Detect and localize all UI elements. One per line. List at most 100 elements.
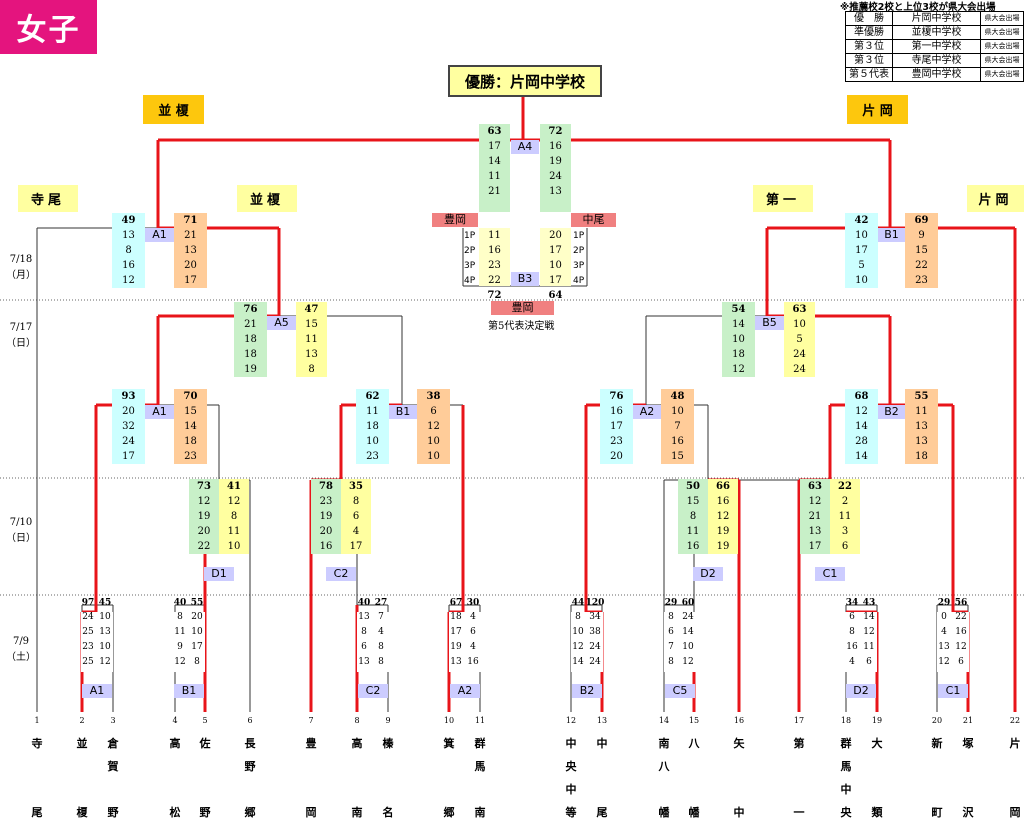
match-total: 55 bbox=[190, 598, 204, 608]
team-number: 22 bbox=[1009, 716, 1021, 725]
match-total: 27 bbox=[374, 598, 388, 608]
set-score: 24 bbox=[82, 612, 94, 622]
table-row: 優 勝片岡中学校県大会出場 bbox=[845, 11, 1024, 26]
rank-cell: 第５代表 bbox=[845, 67, 893, 82]
set-score: 10 bbox=[99, 642, 111, 652]
team-number: 21 bbox=[962, 716, 974, 725]
set-score: 18 bbox=[450, 612, 462, 622]
champion-box: 優勝：片岡中学校 bbox=[448, 65, 602, 97]
team-number: 2 bbox=[79, 716, 85, 725]
school-cell: 第一中学校 bbox=[891, 39, 982, 54]
team-number: 20 bbox=[931, 716, 943, 725]
set-score: 34 bbox=[589, 612, 601, 622]
set-score: 24 bbox=[589, 642, 601, 652]
team-number: 1 bbox=[34, 716, 40, 725]
set-score: 14 bbox=[863, 612, 875, 622]
match-tag: C1 bbox=[938, 684, 968, 698]
school-cell: 寺尾中学校 bbox=[891, 53, 982, 68]
set-score: 8 bbox=[575, 612, 581, 622]
team-name: 第一 bbox=[793, 737, 805, 819]
date-label: 7/17（日） bbox=[6, 322, 36, 349]
team-number: 3 bbox=[110, 716, 116, 725]
set-score: 7 bbox=[378, 612, 384, 622]
set-score: 6 bbox=[849, 612, 855, 622]
set-score: 8 bbox=[177, 612, 183, 622]
match-tag: A2 bbox=[450, 684, 480, 698]
set-score: 8 bbox=[668, 612, 674, 622]
set-score: 6 bbox=[866, 657, 872, 667]
set-score: 13 bbox=[938, 642, 950, 652]
match-tag: D1 bbox=[204, 567, 234, 581]
team-number: 15 bbox=[688, 716, 700, 725]
set-score: 8 bbox=[668, 657, 674, 667]
match-tag: B1 bbox=[389, 405, 417, 419]
date-label: 7/18（月） bbox=[6, 254, 36, 281]
rank-cell: 準優勝 bbox=[845, 25, 893, 40]
team-name: 中央中等 bbox=[565, 737, 577, 819]
team-number: 14 bbox=[658, 716, 670, 725]
finalist-right: 片 岡 bbox=[847, 95, 908, 124]
match-total: 34 bbox=[845, 598, 859, 608]
period-label: 1P bbox=[464, 231, 476, 241]
match-tag: A1 bbox=[82, 684, 112, 698]
period-label: 3P bbox=[573, 261, 585, 271]
set-score: 9 bbox=[177, 642, 183, 652]
date-label: 7/10（日） bbox=[6, 517, 36, 544]
match-tag: B2 bbox=[572, 684, 602, 698]
match-total: 45 bbox=[98, 598, 112, 608]
set-score: 22 bbox=[955, 612, 967, 622]
set-score: 4 bbox=[378, 627, 384, 637]
team-name: 中尾 bbox=[596, 737, 608, 819]
rank-cell: 第３位 bbox=[845, 39, 893, 54]
semifinalist-label: 寺尾 bbox=[18, 185, 78, 212]
semifinalist-label: 第一 bbox=[753, 185, 813, 212]
set-score: 12 bbox=[572, 642, 584, 652]
match-total: 29 bbox=[664, 598, 678, 608]
set-score: 0 bbox=[941, 612, 947, 622]
team-number: 19 bbox=[871, 716, 883, 725]
set-score: 8 bbox=[849, 627, 855, 637]
match-tag: B1 bbox=[878, 228, 905, 242]
set-score: 10 bbox=[682, 642, 694, 652]
table-row: 第３位第一中学校県大会出場 bbox=[845, 39, 1024, 54]
team-name: 八幡 bbox=[688, 737, 700, 819]
set-score: 25 bbox=[82, 657, 94, 667]
team-name: 南八幡 bbox=[658, 737, 670, 819]
school-cell: 並榎中学校 bbox=[891, 25, 982, 40]
team-number: 16 bbox=[733, 716, 745, 725]
set-score: 20 bbox=[191, 612, 203, 622]
period-label: 4P bbox=[573, 276, 585, 286]
set-score: 12 bbox=[938, 657, 950, 667]
set-score: 14 bbox=[572, 657, 584, 667]
team-name: 大類 bbox=[871, 737, 883, 819]
match-tag: B2 bbox=[878, 405, 905, 419]
team-number: 9 bbox=[385, 716, 391, 725]
status-cell: 県大会出場 bbox=[980, 53, 1024, 68]
team-number: 4 bbox=[172, 716, 178, 725]
set-score: 6 bbox=[668, 627, 674, 637]
set-score: 13 bbox=[99, 627, 111, 637]
page-title: 女子 bbox=[0, 0, 97, 54]
status-cell: 県大会出場 bbox=[980, 67, 1024, 82]
team-name: 矢中 bbox=[733, 737, 745, 819]
team-name: 高南 bbox=[351, 737, 363, 819]
team-name: 塚沢 bbox=[962, 737, 974, 819]
team-name: 寺尾 bbox=[31, 737, 43, 819]
set-score: 8 bbox=[194, 657, 200, 667]
match-tag: A1 bbox=[145, 228, 174, 242]
set-score: 24 bbox=[682, 612, 694, 622]
team-tag: 豊岡 bbox=[432, 213, 478, 227]
set-score: 8 bbox=[378, 657, 384, 667]
set-score: 7 bbox=[668, 642, 674, 652]
team-number: 12 bbox=[565, 716, 577, 725]
